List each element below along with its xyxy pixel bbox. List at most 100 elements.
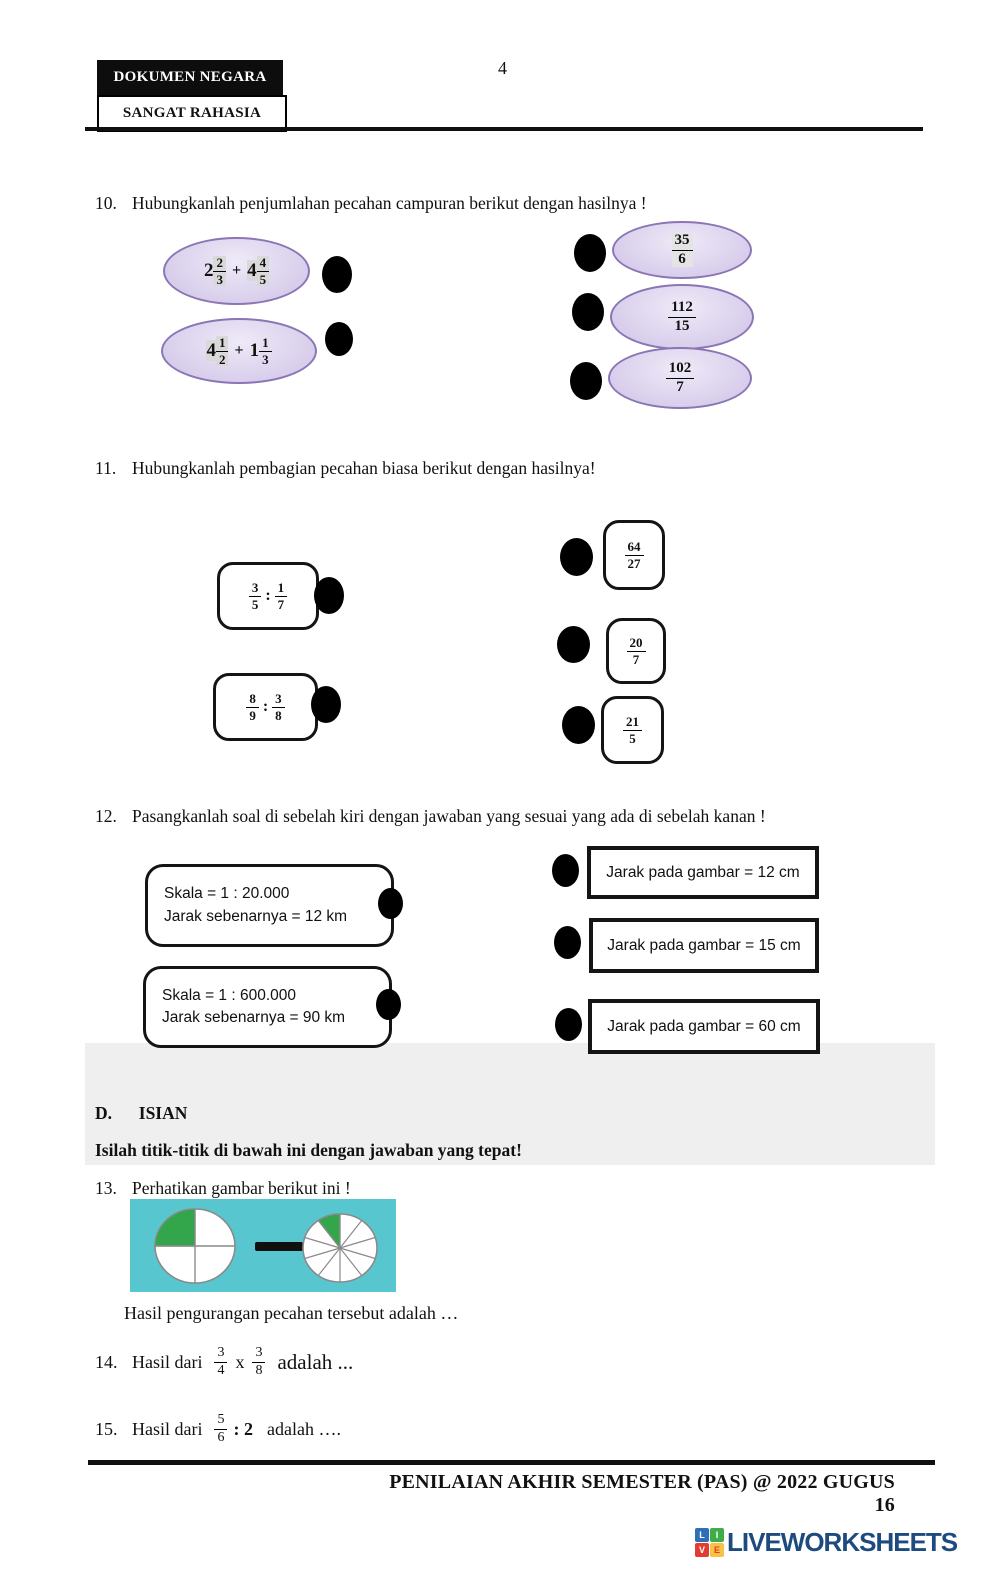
q12-right-card-2: Jarak pada gambar = 15 cm xyxy=(589,918,819,973)
question-15-number: 15. xyxy=(95,1418,118,1439)
denominator: 7 xyxy=(632,651,640,667)
question-15-operator: : 2 xyxy=(233,1418,253,1439)
numerator: 5 xyxy=(214,1412,228,1430)
denominator: 6 xyxy=(217,1429,225,1445)
q10-right-connector-dot-1[interactable] xyxy=(574,234,606,272)
question-10-heading: 10. Hubungkanlah penjumlahan pecahan cam… xyxy=(95,193,935,215)
whole-number: 2 xyxy=(203,260,214,281)
numerator: 35 xyxy=(671,232,693,251)
q12-left-connector-dot-2[interactable] xyxy=(376,989,401,1020)
denominator: 9 xyxy=(249,707,256,723)
page-number: 4 xyxy=(498,58,507,78)
q11-left-connector-dot-1[interactable] xyxy=(314,577,344,614)
denominator: 3 xyxy=(216,271,223,287)
q11-right-connector-dot-2[interactable] xyxy=(557,626,590,663)
section-d-label: D. xyxy=(95,1103,113,1123)
numerator: 2 xyxy=(213,256,226,272)
q12-right-card-3: Jarak pada gambar = 60 cm xyxy=(588,999,820,1054)
q11-right-connector-dot-1[interactable] xyxy=(560,538,593,576)
q11-left-connector-dot-2[interactable] xyxy=(311,686,341,723)
header-rule xyxy=(85,127,923,131)
distance-line: Jarak sebenarnya = 90 km xyxy=(162,1009,346,1026)
liveworksheets-logo-icon: L I V E xyxy=(695,1528,724,1557)
denominator: 4 xyxy=(217,1362,225,1378)
question-14-number: 14. xyxy=(95,1351,118,1372)
section-d-background-band xyxy=(85,1043,935,1165)
question-13-followup: Hasil pengurangan pecahan tersebut adala… xyxy=(124,1303,459,1323)
question-11-text: Hubungkanlah pembagian pecahan biasa ber… xyxy=(132,458,596,478)
q10-left-connector-dot-1[interactable] xyxy=(322,256,352,293)
numerator: 3 xyxy=(214,1345,228,1363)
q12-right-card-1: Jarak pada gambar = 12 cm xyxy=(587,846,819,899)
numerator: 4 xyxy=(256,256,270,272)
q10-right-connector-dot-2[interactable] xyxy=(572,293,604,331)
logo-square-l: L xyxy=(695,1528,709,1542)
logo-square-i: I xyxy=(710,1528,724,1542)
scale-line: Skala = 1 : 600.000 xyxy=(162,986,297,1004)
question-14-operator: x xyxy=(235,1351,245,1372)
q10-left-connector-dot-2[interactable] xyxy=(325,322,353,356)
q12-left-card-2: Skala = 1 : 600.000 Jarak sebenarnya = 9… xyxy=(143,966,392,1048)
footer-rule xyxy=(88,1460,935,1465)
numerator: 3 xyxy=(252,1345,266,1363)
section-d-title: ISIAN xyxy=(138,1103,188,1123)
q13-fraction-figure xyxy=(130,1199,396,1292)
question-12-number: 12. xyxy=(95,806,117,826)
answer-label: Jarak pada gambar = 60 cm xyxy=(607,1017,801,1035)
liveworksheets-logo[interactable]: L I V E LIVEWORKSHEETS xyxy=(695,1527,958,1558)
denominator: 7 xyxy=(676,378,684,395)
question-13-heading: 13. Perhatikan gambar berikut ini ! xyxy=(95,1178,935,1200)
denominator: 8 xyxy=(255,1362,263,1378)
q12-left-connector-dot-1[interactable] xyxy=(378,888,403,919)
document-stamp-top: DOKUMEN NEGARA xyxy=(97,60,283,95)
question-12-heading: 12. Pasangkanlah soal di sebelah kiri de… xyxy=(95,806,935,828)
numerator: 3 xyxy=(248,581,262,597)
question-15-prefix: Hasil dari xyxy=(132,1418,203,1439)
numerator: 21 xyxy=(623,715,642,731)
q12-left-card-1: Skala = 1 : 20.000 Jarak sebenarnya = 12… xyxy=(145,864,394,947)
section-d-instruction: Isilah titik-titik di bawah ini dengan j… xyxy=(95,1140,522,1160)
q12-right-connector-dot-2[interactable] xyxy=(554,926,581,959)
whole-number: 4 xyxy=(247,260,257,281)
stamp-top-label: DOKUMEN NEGARA xyxy=(113,69,267,85)
q12-right-connector-dot-3[interactable] xyxy=(555,1008,582,1041)
numerator: 112 xyxy=(668,299,696,318)
numerator: 64 xyxy=(624,540,644,556)
distance-line: Jarak sebenarnya = 12 km xyxy=(164,907,348,925)
question-15-suffix: adalah …. xyxy=(266,1418,341,1439)
operator: + xyxy=(231,262,242,279)
denominator: 5 xyxy=(251,596,259,612)
numerator: 8 xyxy=(246,692,259,708)
stamp-bottom-label: SANGAT RAHASIA xyxy=(122,105,262,121)
denominator: 8 xyxy=(275,707,282,723)
numerator: 1 xyxy=(274,581,288,597)
footer-text: PENILAIAN AKHIR SEMESTER (PAS) @ 2022 GU… xyxy=(389,1471,895,1516)
document-stamp-bottom: SANGAT RAHASIA xyxy=(97,95,287,132)
denominator: 27 xyxy=(627,555,641,571)
q11-right-connector-dot-3[interactable] xyxy=(562,706,595,744)
logo-square-e: E xyxy=(710,1543,724,1557)
denominator: 3 xyxy=(262,351,269,367)
denominator: 7 xyxy=(277,596,285,612)
denominator: 5 xyxy=(629,730,636,746)
whole-number: 1 xyxy=(249,340,260,361)
q12-right-connector-dot-1[interactable] xyxy=(552,854,579,887)
operator: : xyxy=(262,698,269,715)
question-10-text: Hubungkanlah penjumlahan pecahan campura… xyxy=(132,193,647,213)
question-10-number: 10. xyxy=(95,193,117,213)
q10-right-connector-dot-3[interactable] xyxy=(570,362,602,400)
logo-square-v: V xyxy=(695,1543,709,1557)
